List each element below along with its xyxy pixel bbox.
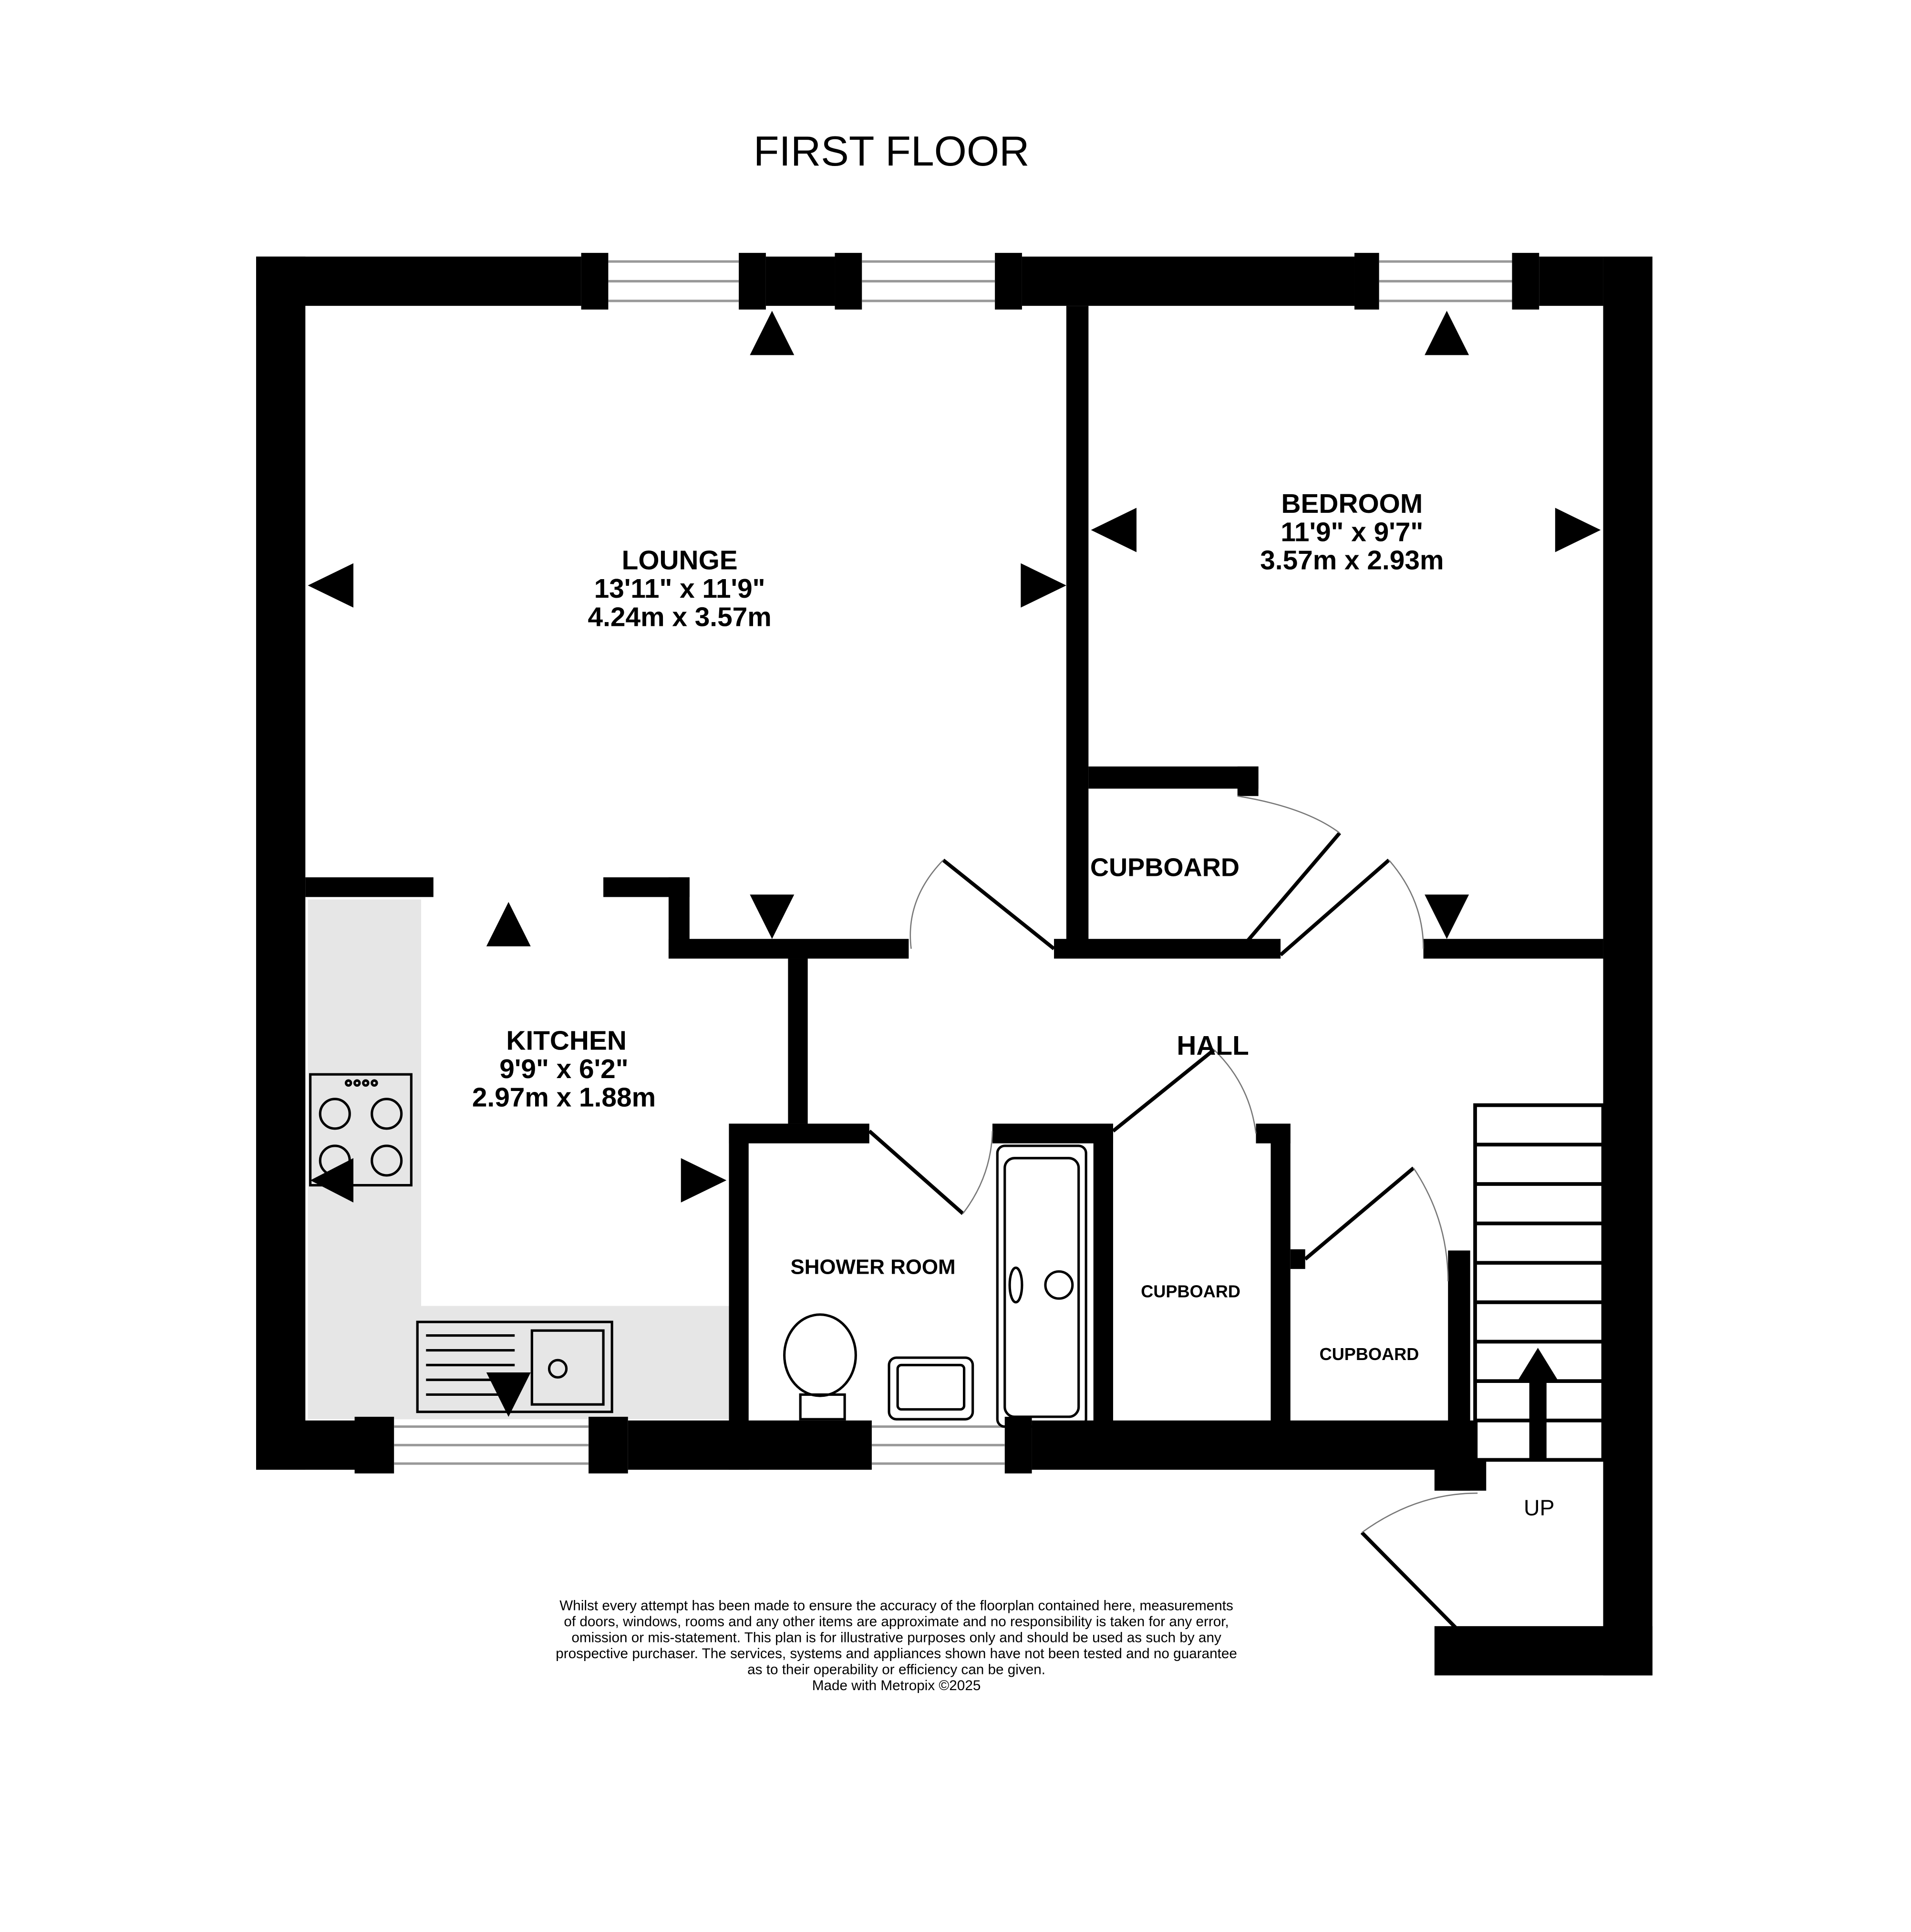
room-kitchen: KITCHEN 9'9" x 6'2" 2.97m x 1.88m [472,1026,656,1113]
svg-text:KITCHEN: KITCHEN [506,1026,626,1056]
svg-text:2.97m x 1.88m: 2.97m x 1.88m [472,1082,656,1112]
walls [256,253,1653,1676]
disclaimer: Whilst every attempt has been made to en… [556,1598,1237,1693]
room-cupboard-stairs: CUPBOARD [1320,1344,1419,1364]
svg-text:BEDROOM: BEDROOM [1281,489,1423,519]
svg-text:4.24m x 3.57m: 4.24m x 3.57m [588,602,772,632]
svg-text:prospective purchaser. The ser: prospective purchaser. The services, sys… [556,1646,1237,1662]
svg-text:13'11" x 11'9": 13'11" x 11'9" [594,574,765,604]
floor-title: FIRST FLOOR [754,128,1030,175]
svg-text:Whilst every attempt has been: Whilst every attempt has been made to en… [559,1598,1233,1613]
svg-text:11'9" x 9'7": 11'9" x 9'7" [1281,517,1423,547]
svg-text:of doors, windows, rooms and a: of doors, windows, rooms and any other i… [564,1614,1229,1630]
toilet-icon [783,1313,857,1421]
dimension-arrows [308,311,1601,1417]
room-lounge: LOUNGE 13'11" x 11'9" 4.24m x 3.57m [588,546,772,633]
stairs-up-arrow-icon [1518,1348,1558,1461]
room-cupboard-bedroom: CUPBOARD [1090,853,1240,882]
room-bedroom: BEDROOM 11'9" x 9'7" 3.57m x 2.93m [1260,489,1444,576]
doors [868,795,1478,1632]
svg-text:3.57m x 2.93m: 3.57m x 2.93m [1260,546,1444,576]
svg-text:omission or mis-statement. Thi: omission or mis-statement. This plan is … [571,1630,1221,1645]
svg-text:Made with Metropix ©2025: Made with Metropix ©2025 [812,1678,981,1693]
room-shower: SHOWER ROOM [790,1255,955,1278]
sink-icon [416,1320,613,1413]
svg-text:9'9" x 6'2": 9'9" x 6'2" [499,1054,628,1084]
stairs-label: UP [1524,1495,1555,1520]
basin-icon [888,1356,974,1421]
windows [394,260,1512,1465]
svg-text:LOUNGE: LOUNGE [622,546,738,576]
svg-text:as to their operability or eff: as to their operability or efficiency ca… [747,1662,1045,1678]
shower-tray-icon [996,1144,1087,1428]
room-cupboard-hall: CUPBOARD [1141,1282,1240,1301]
room-hall: HALL [1177,1031,1249,1061]
